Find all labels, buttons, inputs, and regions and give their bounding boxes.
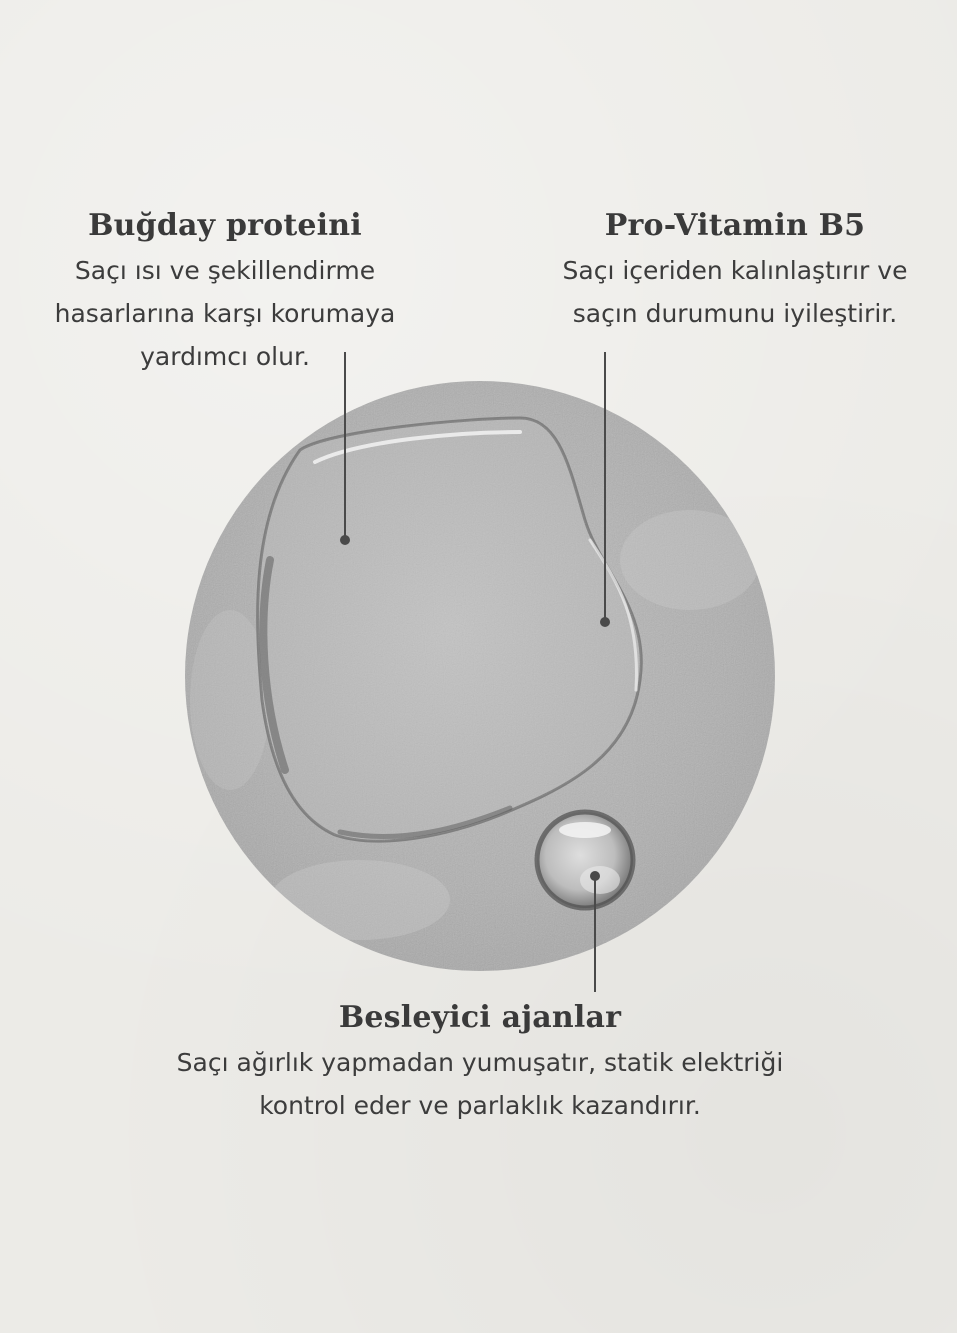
- annotation-pro-vitamin-b5: Pro-Vitamin B5 Saçı içeriden kalınlaştır…: [535, 208, 935, 335]
- annotation-title: Pro-Vitamin B5: [604, 208, 866, 243]
- annotation-title: Buğday proteini: [88, 208, 362, 243]
- annotation-text-line: kontrol eder ve parlaklık kazandırır.: [259, 1091, 701, 1120]
- annotation-text-line: Saçı içeriden kalınlaştırır ve: [562, 256, 908, 285]
- annotation-text-line: yardımcı olur.: [140, 342, 310, 371]
- annotation-text-line: Saçı ısı ve şekillendirme: [74, 256, 376, 285]
- leader-dot-bottom: [590, 871, 600, 881]
- leader-dot-left: [340, 535, 350, 545]
- annotation-text-line: hasarlarına karşı korumaya: [54, 299, 396, 328]
- leader-dot-right: [600, 617, 610, 627]
- annotation-text-line: Saçı ağırlık yapmadan yumuşatır, statik …: [176, 1048, 784, 1077]
- annotation-nourishing-agents: Besleyici ajanlar Saçı ağırlık yapmadan …: [130, 1000, 830, 1127]
- annotation-wheat-protein: Buğday proteini Saçı ısı ve şekillendirm…: [20, 208, 430, 378]
- annotation-title: Besleyici ajanlar: [338, 1000, 622, 1035]
- annotation-text-line: saçın durumunu iyileştirir.: [572, 299, 898, 328]
